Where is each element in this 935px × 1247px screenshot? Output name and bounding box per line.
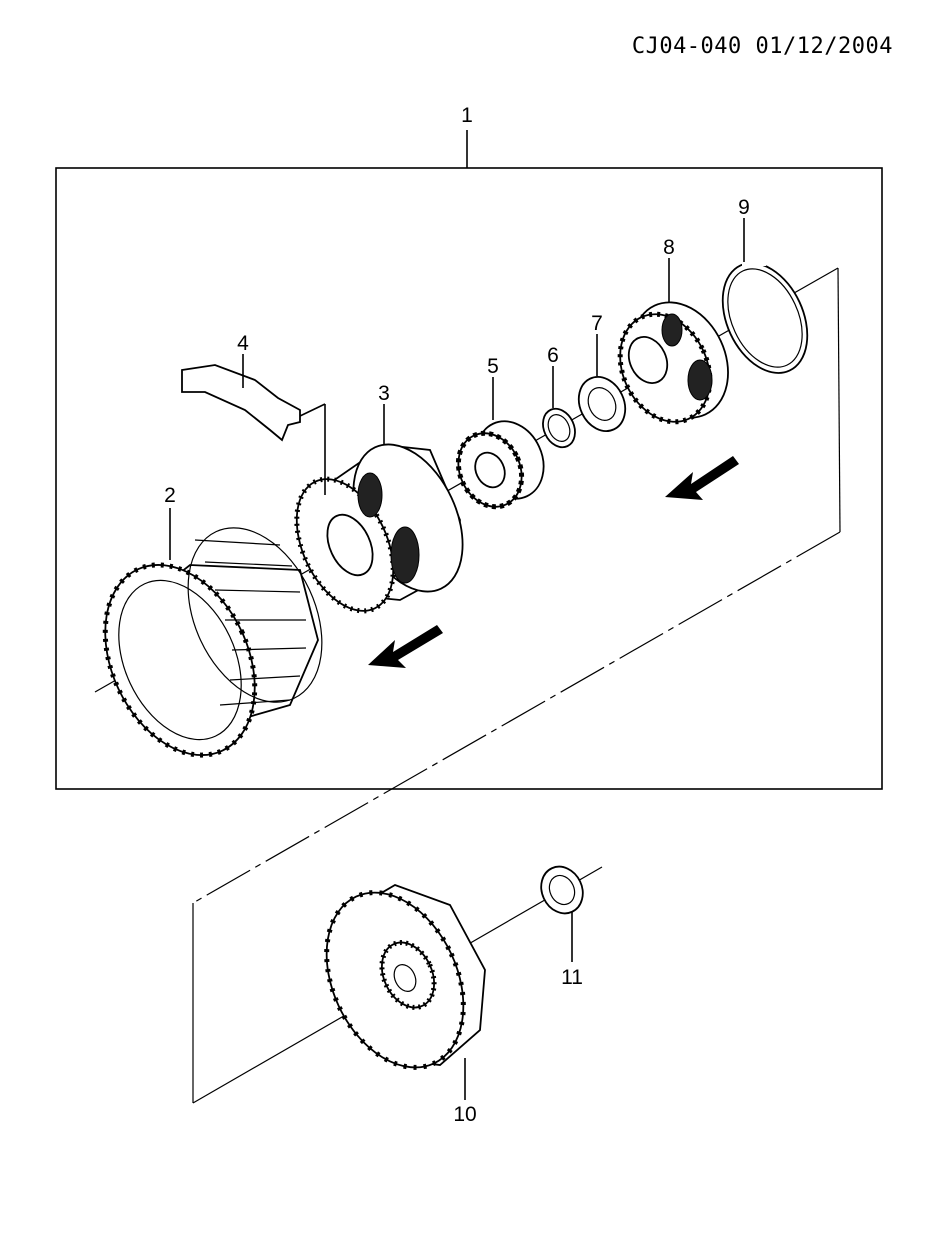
callout-10: 10: [453, 1103, 476, 1126]
callout-4: 4: [237, 332, 249, 355]
part-10-clutch-drum: [324, 884, 486, 1070]
part-3-planet-carrier: [294, 443, 464, 614]
part-9-retaining-ring: [721, 256, 809, 374]
leader-lines: [169, 218, 745, 1100]
assembly-frame: [55, 130, 883, 790]
part-8-planet-carrier: [617, 301, 729, 425]
callout-9: 9: [738, 196, 750, 219]
callout-3: 3: [378, 382, 390, 405]
callout-5: 5: [487, 355, 499, 378]
direction-arrow-upper: [665, 456, 739, 500]
callout-11: 11: [561, 966, 583, 989]
document-code-date: CJ04-040 01/12/2004: [631, 34, 893, 59]
callout-6: 6: [547, 344, 559, 367]
callout-7: 7: [591, 312, 603, 335]
callout-2: 2: [164, 484, 176, 507]
part-11-washer: [540, 865, 584, 915]
callout-1: 1: [461, 104, 473, 127]
part-7-thrust-washer: [577, 376, 627, 432]
part-6-snap-ring: [542, 407, 576, 449]
callout-8: 8: [663, 236, 675, 259]
part-5-sun-gear: [455, 420, 545, 510]
part-4-key: [181, 364, 326, 442]
part-2-ring-gear: [102, 527, 323, 758]
direction-arrow-lower: [368, 625, 443, 668]
